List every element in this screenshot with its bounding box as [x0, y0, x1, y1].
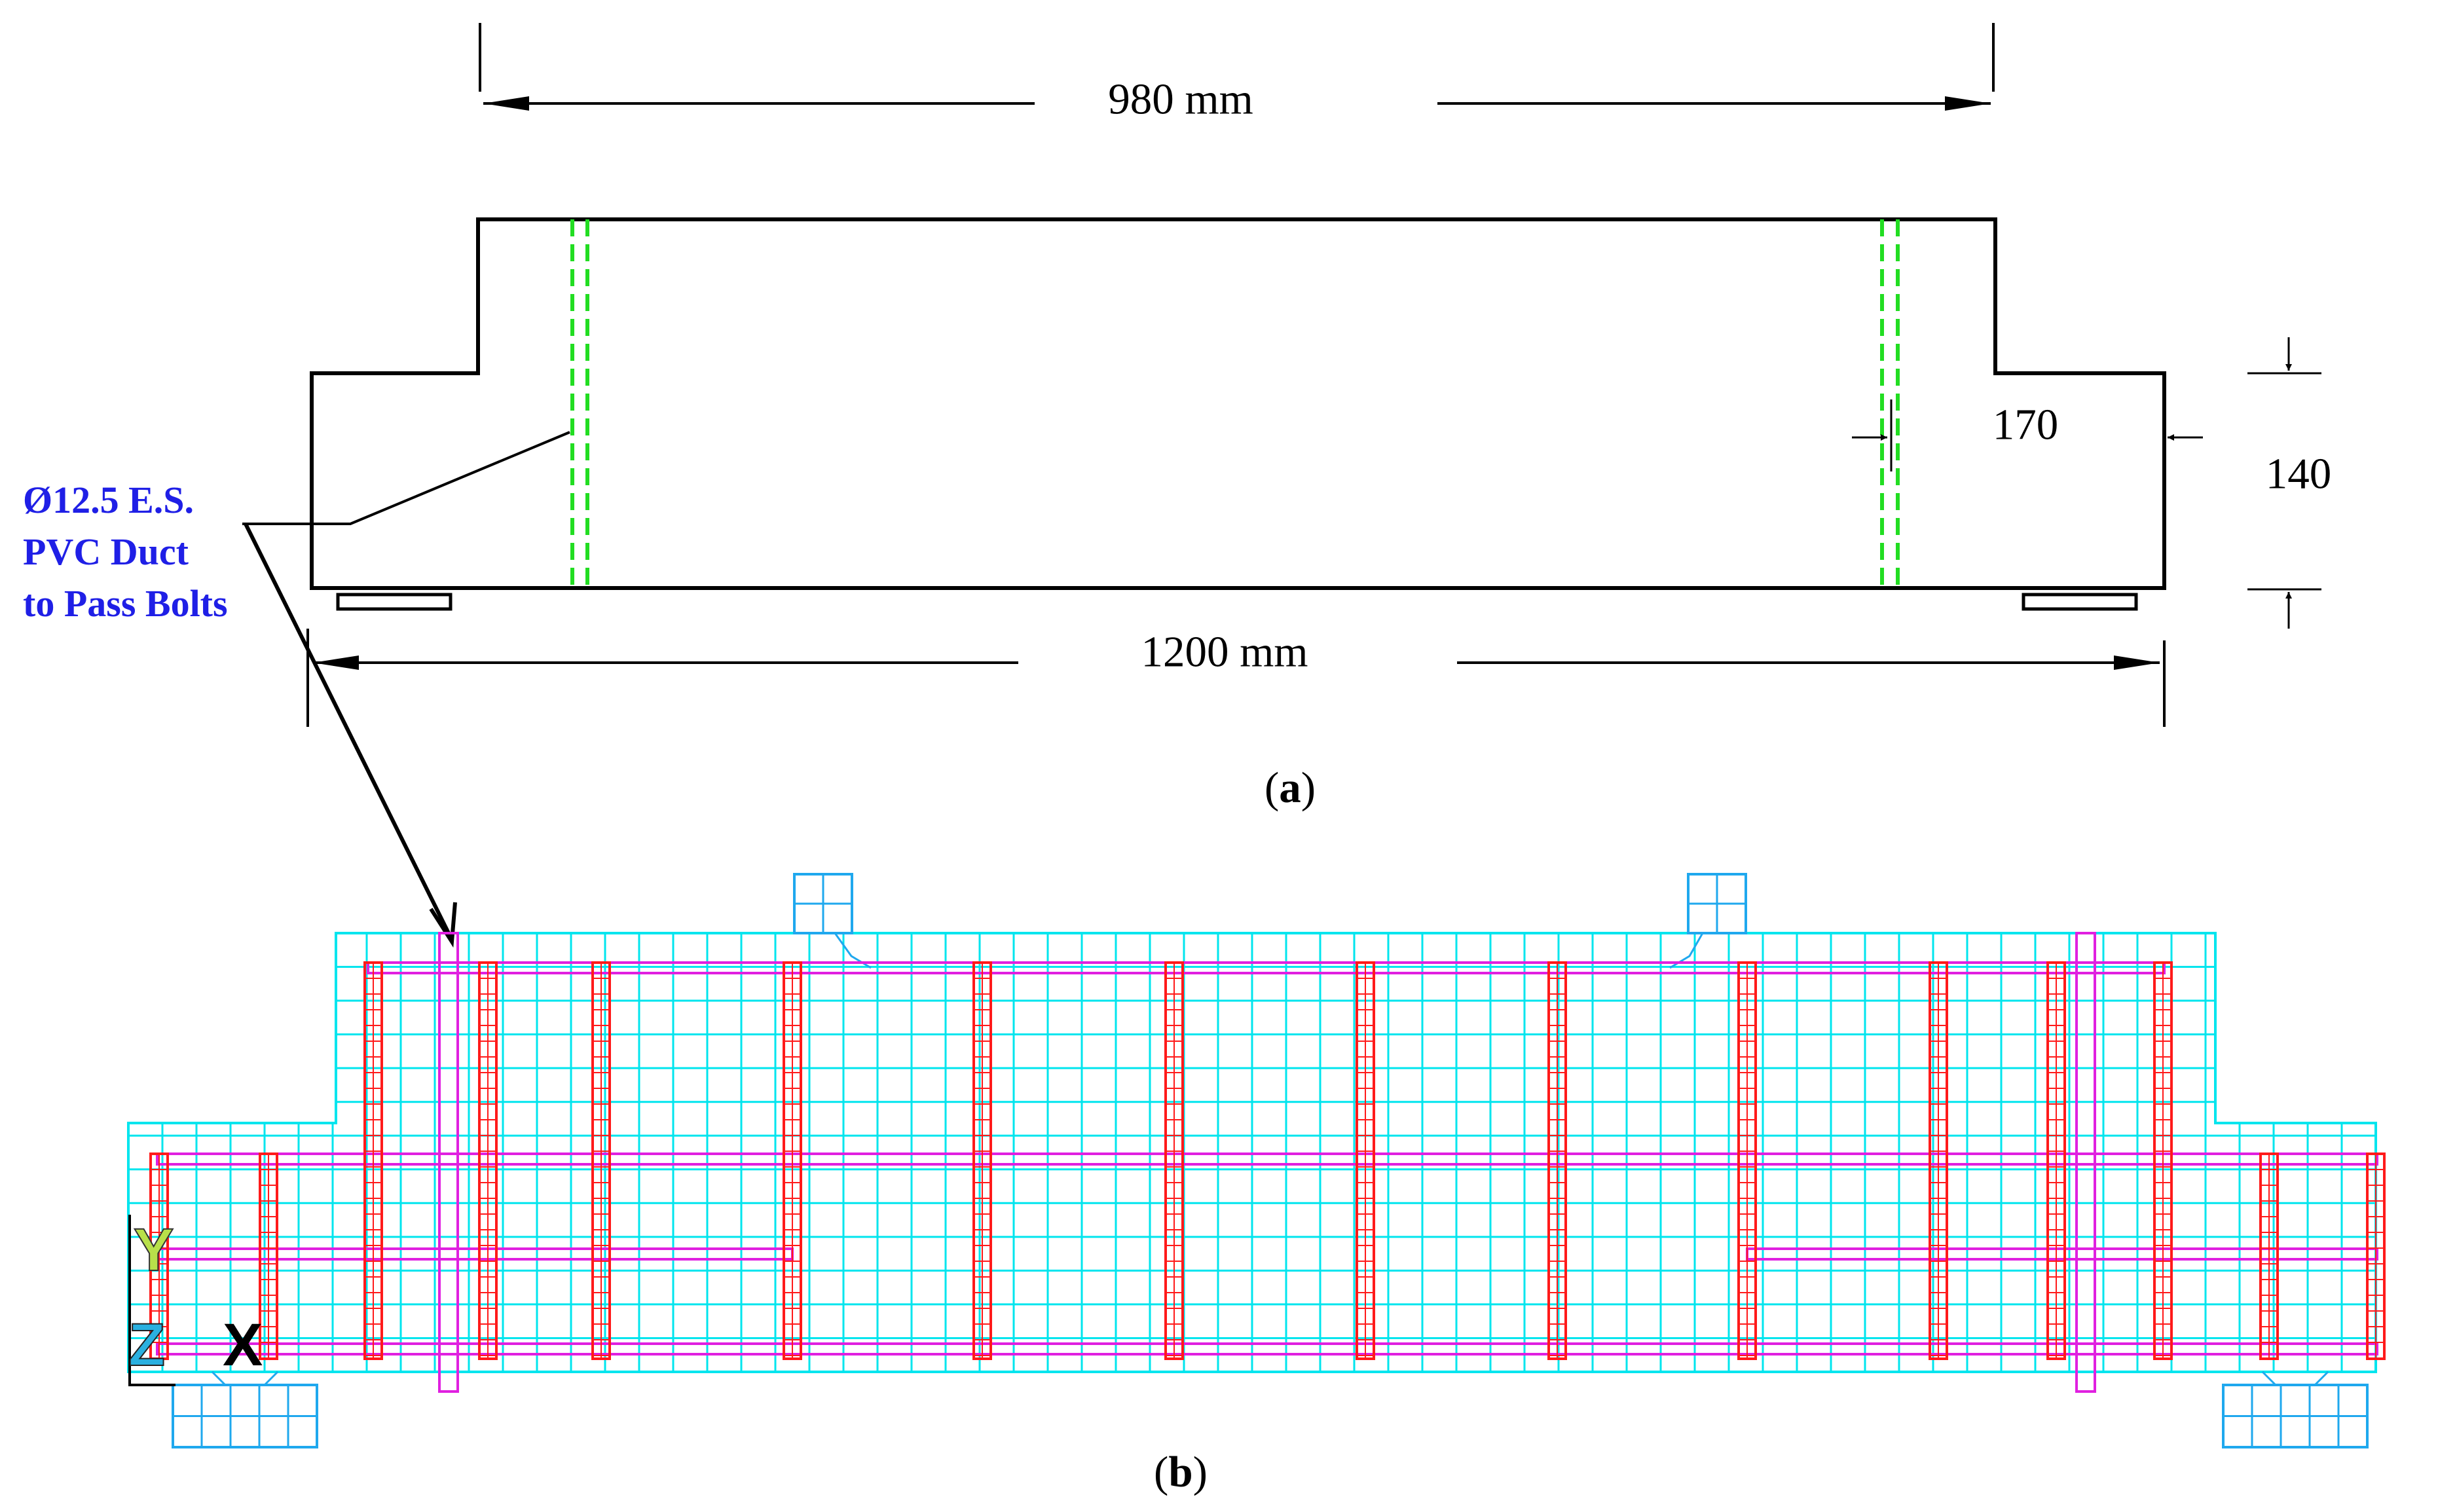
- block-transition: [2314, 1371, 2329, 1386]
- stirrup-short: [2366, 1152, 2386, 1360]
- beam-outline: [310, 217, 2166, 590]
- stirrup-tall: [2153, 961, 2173, 1360]
- panel-b: Y Z X (b): [127, 873, 2386, 1496]
- duct-note-line-1: Ø12.5 E.S.: [23, 479, 194, 521]
- duct-note-line-3: to Pass Bolts: [23, 582, 228, 625]
- stirrup-tall: [783, 961, 802, 1360]
- pvc-duct-left: [570, 219, 589, 588]
- stirrup-tall: [1929, 961, 1948, 1360]
- stirrup-tall: [363, 961, 383, 1360]
- support-block-left: [172, 1371, 318, 1448]
- stirrup-short: [259, 1152, 278, 1360]
- dimension-bottom-label: 1200 mm: [1141, 627, 1308, 676]
- stirrup-tall: [1356, 961, 1375, 1360]
- stirrup-tall: [1737, 961, 1757, 1360]
- dimension-bottom: [306, 629, 2166, 727]
- mid-bar-left: [156, 1247, 794, 1261]
- stirrup-short: [2259, 1152, 2279, 1360]
- duct-callout: Ø12.5 E.S. PVC Duct to Pass Bolts: [23, 431, 570, 948]
- duct-note-line-2: PVC Duct: [23, 530, 189, 573]
- axis-y-label: Y: [134, 1217, 174, 1283]
- stirrups: [149, 961, 2386, 1360]
- dimension-height-label: 140: [2266, 449, 2332, 498]
- caption-b: (b): [1154, 1448, 1208, 1496]
- dimension-top: [479, 23, 1995, 111]
- block-transition: [2261, 1371, 2277, 1386]
- support-plate-right: [2022, 593, 2138, 611]
- dimension-step: [1852, 399, 2203, 471]
- load-block-left: [793, 873, 853, 934]
- bottom-main-bar: [156, 1342, 2378, 1355]
- pvc-duct-right: [1880, 219, 1900, 588]
- stirrup-tall: [591, 961, 611, 1360]
- block-transition: [263, 1371, 279, 1386]
- load-block-right: [1687, 873, 1747, 934]
- panel-a: 980 mm 1200 mm 170 140 Ø1: [23, 23, 2332, 948]
- coordinate-triad: Y Z X: [128, 1215, 263, 1386]
- support-block-right: [2222, 1371, 2369, 1448]
- longitudinal-bars: [156, 932, 2378, 1393]
- upper-main-bar: [156, 1152, 2378, 1166]
- stirrup-short: [149, 1152, 169, 1360]
- dimension-top-label: 980 mm: [1108, 75, 1253, 123]
- axis-x-label: X: [223, 1312, 263, 1378]
- duct-bar-right: [2075, 932, 2096, 1393]
- stirrup-tall: [1164, 961, 1184, 1360]
- dimension-step-label: 170: [1993, 400, 2059, 449]
- stirrup-tall: [972, 961, 992, 1360]
- stirrup-tall: [1547, 961, 1567, 1360]
- stirrup-tall: [478, 961, 498, 1360]
- support-plate-left: [336, 593, 453, 611]
- axis-z-label: Z: [128, 1312, 165, 1378]
- stirrup-tall: [2046, 961, 2066, 1360]
- fe-mesh-supports: [172, 873, 2369, 1448]
- mid-bar-right: [1746, 1247, 2378, 1261]
- block-transition: [211, 1371, 227, 1386]
- dimension-height: [2247, 337, 2321, 629]
- top-bar: [367, 961, 2166, 974]
- duct-bar-left: [438, 932, 459, 1393]
- caption-a: (a): [1265, 764, 1316, 812]
